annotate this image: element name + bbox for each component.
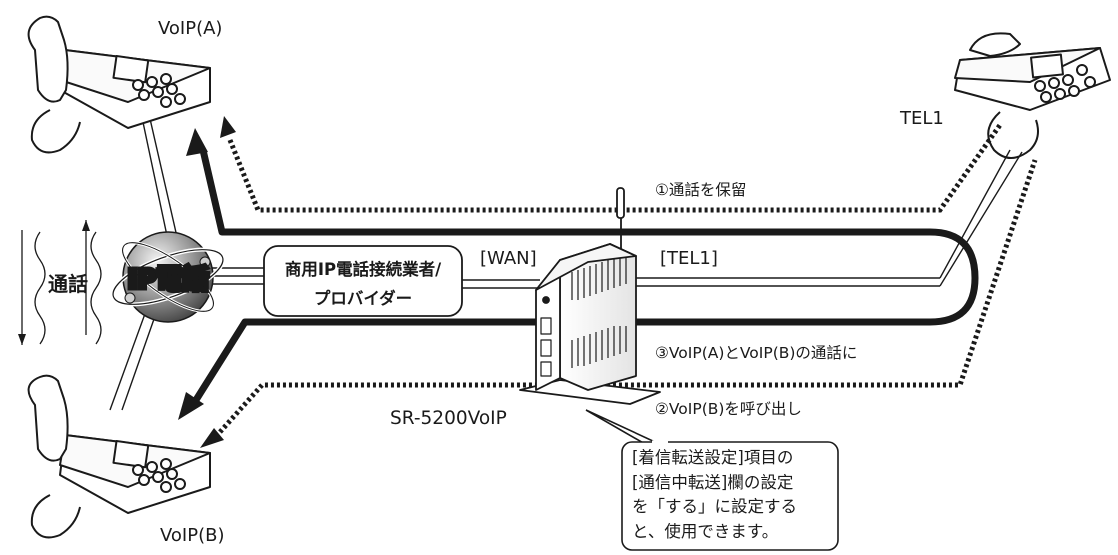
callout-text: [着信転送設定]項目の [通信中転送]欄の設定 を「する」に設定する と、使用で… <box>632 446 842 544</box>
arrowheads-solid <box>178 128 208 420</box>
callout-line: [着信転送設定]項目の <box>632 448 794 467</box>
phone-tel1-icon <box>954 32 1111 159</box>
voip-b-label: VoIP(B) <box>160 525 225 546</box>
step1-label: ①通話を保留 <box>655 181 746 199</box>
callout-line: [通信中転送]欄の設定 <box>632 472 794 492</box>
call-label: 通話 <box>48 272 88 296</box>
callout-box <box>621 441 839 551</box>
provider-label-line1: 商用IP電話接続業者/ <box>285 259 442 279</box>
callout-line: を「する」に設定する <box>632 497 797 516</box>
router-device-icon <box>519 187 661 405</box>
provider-label-line2: プロバイダー <box>314 288 412 308</box>
step2-label: ②VoIP(B)を呼び出し <box>655 400 802 418</box>
tel1-label: TEL1 <box>899 108 944 129</box>
call-path-solid <box>193 149 979 402</box>
connection-lines <box>109 107 1023 411</box>
hold-path-dotted <box>218 123 1038 434</box>
router-label: SR-5200VoIP <box>390 408 507 429</box>
voip-a-label: VoIP(A) <box>158 18 222 39</box>
step3-label: ③VoIP(A)とVoIP(B)の通話に <box>655 344 857 362</box>
ip-phone-label: IP電話 <box>128 264 209 295</box>
provider-box <box>263 245 463 317</box>
call-wave-lines <box>18 220 102 345</box>
ip-phone-globe-icon <box>111 231 225 323</box>
phone-voip-a-icon <box>27 15 211 154</box>
wan-port-label: [WAN] <box>480 248 537 269</box>
callout-line: と、使用できます。 <box>632 521 779 541</box>
arrowheads-dotted <box>200 116 236 448</box>
phone-voip-b-icon <box>27 374 211 539</box>
tel1-port-label: [TEL1] <box>660 248 718 269</box>
